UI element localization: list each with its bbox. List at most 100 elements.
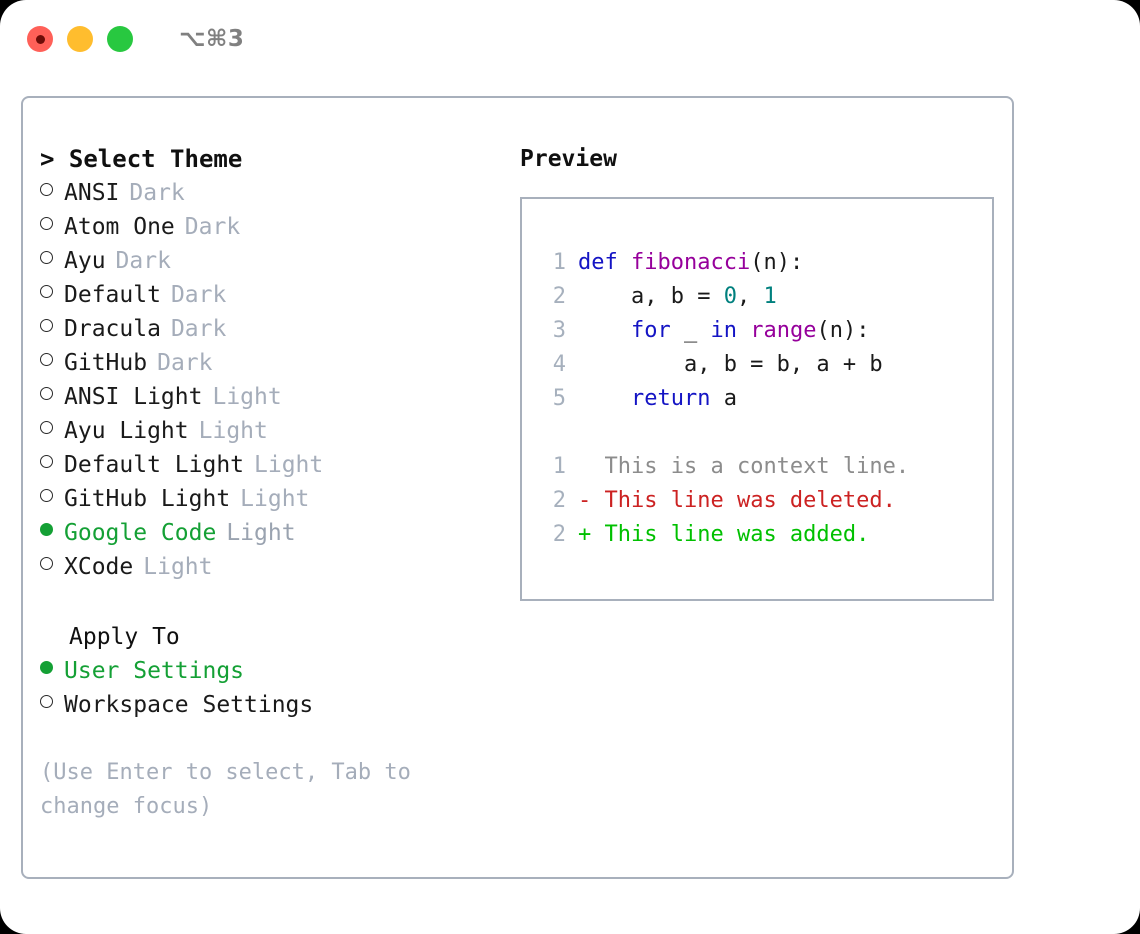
token-pl: a, b = b, a + b [578,352,883,377]
code-line: 3 for _ in range(n): [540,314,992,348]
line-number: 2 [552,488,566,513]
radio-unselected-icon [40,353,53,366]
radio-unselected-icon [40,695,53,708]
theme-option-label: Atom One [64,214,175,240]
token-pl [578,386,631,411]
keyboard-hint: (Use Enter to select, Tab to change focu… [40,760,425,819]
token-kw: in [710,318,737,343]
theme-variant-tag: Light [198,418,268,444]
theme-option-label: XCode [64,554,134,580]
theme-variant-tag: Dark [129,180,185,206]
minimize-button[interactable] [67,26,93,52]
theme-option-label: Default [64,282,161,308]
radio-unselected-icon [40,251,53,264]
radio-unselected-icon [40,285,53,298]
diff-marker: - [578,488,605,513]
theme-variant-tag: Dark [157,350,213,376]
token-fn: range [750,318,817,343]
token-pl [578,318,631,343]
apply-option-0[interactable]: User Settings [40,654,500,688]
token-kw: for [630,318,671,343]
token-num: 0 [723,284,737,309]
code-line: 5 return a [540,382,992,416]
window-titlebar: ⌥⌘3 [0,0,1140,78]
radio-selected-icon [40,661,53,674]
theme-option-0[interactable]: ANSI Dark [40,176,500,210]
code-diff-spacer [540,416,992,450]
theme-variant-tag: Dark [184,214,241,240]
diff-marker: + [578,522,605,547]
radio-unselected-icon [40,319,53,332]
select-theme-heading: > Select Theme [40,145,243,173]
apply-option-1[interactable]: Workspace Settings [40,688,500,722]
diff-line-del: 2- This line was deleted. [540,484,992,518]
diff-line-add: 2+ This line was added. [540,518,992,552]
code-line-text: a, b = b, a + b [578,348,883,382]
radio-unselected-icon [40,387,53,400]
radio-unselected-icon [40,183,53,196]
radio-unselected-icon [40,217,53,230]
theme-variant-tag: Light [254,452,324,478]
token-pl: a, b = [578,284,724,309]
line-number: 1 [552,454,566,479]
theme-option-label: ANSI [64,180,120,206]
theme-variant-tag: Light [226,520,296,546]
radio-unselected-icon [40,421,53,434]
line-number: 4 [552,352,566,377]
code-line: 1 def fibonacci(n): [540,246,992,280]
theme-variant-tag: Dark [115,248,171,274]
radio-unselected-icon [40,455,53,468]
theme-option-11[interactable]: XCode Light [40,550,500,584]
diff-line-ctx: 1 This is a context line. [540,450,992,484]
theme-option-label: ANSI Light [64,384,203,410]
line-number: 2 [552,284,566,309]
code-line-text: return a [578,382,737,416]
token-pl: (n): [750,250,804,275]
theme-option-6[interactable]: ANSI Light Light [40,380,500,414]
token-pl: (n): [816,318,870,343]
keyboard-shortcut-label: ⌥⌘3 [179,26,245,52]
apply-to-heading: Apply To [69,624,180,650]
diff-line-text: This line was added. [604,522,870,547]
theme-option-label: GitHub [64,350,148,376]
token-pl [737,318,750,343]
preview-heading: Preview [520,146,617,172]
radio-selected-icon [40,523,53,536]
code-line: 4 a, b = b, a + b [540,348,992,382]
diff-line-text: This line was deleted. [604,488,896,513]
code-line-text: a, b = 0, 1 [578,280,777,314]
code-line-text: def fibonacci(n): [578,246,803,280]
radio-unselected-icon [40,489,53,502]
theme-option-8[interactable]: Default Light Light [40,448,500,482]
theme-option-5[interactable]: GitHub Dark [40,346,500,380]
theme-option-label: Default Light [64,452,245,478]
theme-option-1[interactable]: Atom One Dark [40,210,500,244]
line-number: 1 [552,250,566,275]
code-line: 2 a, b = 0, 1 [540,280,992,314]
traffic-lights [27,26,133,52]
maximize-button[interactable] [107,26,133,52]
close-button[interactable] [27,26,53,52]
theme-option-label: Dracula [64,316,161,342]
theme-option-7[interactable]: Ayu Light Light [40,414,500,448]
diff-sample: 1 This is a context line.2- This line wa… [540,450,992,552]
theme-option-label: Ayu Light [64,418,189,444]
theme-variant-tag: Light [240,486,310,512]
theme-variant-tag: Light [212,384,282,410]
token-num: 1 [763,284,777,309]
theme-variant-tag: Light [143,554,213,580]
line-number: 5 [552,386,566,411]
token-pl: a [710,386,737,411]
